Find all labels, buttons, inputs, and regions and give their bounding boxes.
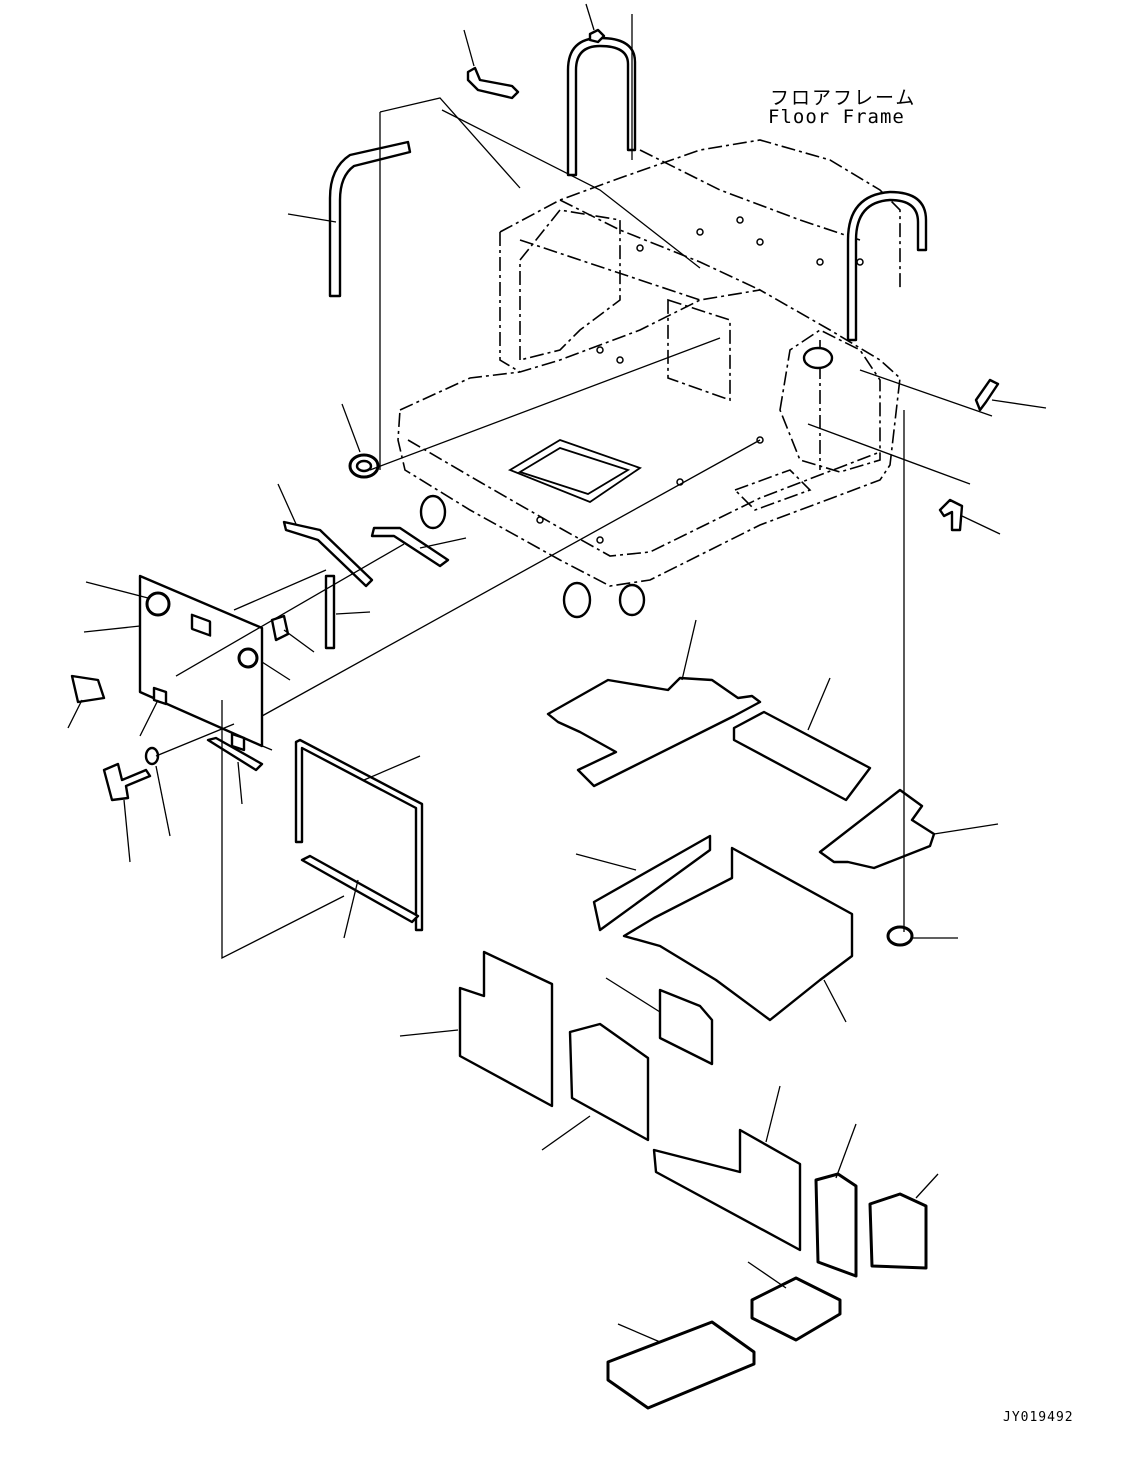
cap-block — [70, 674, 106, 704]
handle-bracket — [466, 66, 520, 100]
panel-lock — [237, 647, 259, 669]
floor-plate-right — [818, 788, 936, 870]
seal-strip-diagonal — [282, 520, 374, 588]
seal-strip-vertical — [324, 574, 336, 650]
l-plate — [652, 1128, 802, 1252]
right-clip-upper — [974, 378, 1000, 412]
curved-seal-strip — [328, 140, 412, 298]
block-tall — [814, 1172, 858, 1278]
block-wedge — [750, 1276, 842, 1342]
seal-strip-angled — [370, 526, 450, 568]
block-long — [606, 1320, 756, 1410]
small-clip-top — [588, 28, 606, 44]
floor-frame-label-jp: フロアフレーム — [770, 87, 917, 109]
floor-frame — [397, 139, 901, 619]
panel-hinge-right — [230, 732, 246, 752]
leader-lines — [67, 3, 1047, 1343]
right-clip-lower — [938, 498, 964, 532]
panel-knob — [145, 591, 171, 617]
panel-hinge-lower — [152, 686, 168, 706]
bolt — [102, 762, 152, 802]
panel-label — [190, 613, 212, 637]
seal-frame — [294, 738, 424, 932]
u-bracket — [568, 1022, 650, 1142]
floor-frame-label-en: Floor Frame — [768, 106, 905, 128]
left-handrail — [566, 36, 637, 177]
drawing-number: JY019492 — [1003, 1410, 1074, 1425]
floor-pan — [622, 846, 854, 1022]
floor-plate-large — [546, 676, 762, 788]
seal-strip-bottom — [300, 854, 420, 924]
side-panel — [458, 950, 554, 1108]
grommet-right — [886, 925, 914, 947]
washer — [144, 746, 160, 766]
angle-plate — [592, 834, 712, 932]
block-notched — [868, 1192, 928, 1270]
small-bracket — [658, 988, 714, 1066]
floor-plate-strip — [732, 710, 872, 802]
right-handrail — [846, 190, 928, 342]
latch-small — [270, 614, 290, 642]
